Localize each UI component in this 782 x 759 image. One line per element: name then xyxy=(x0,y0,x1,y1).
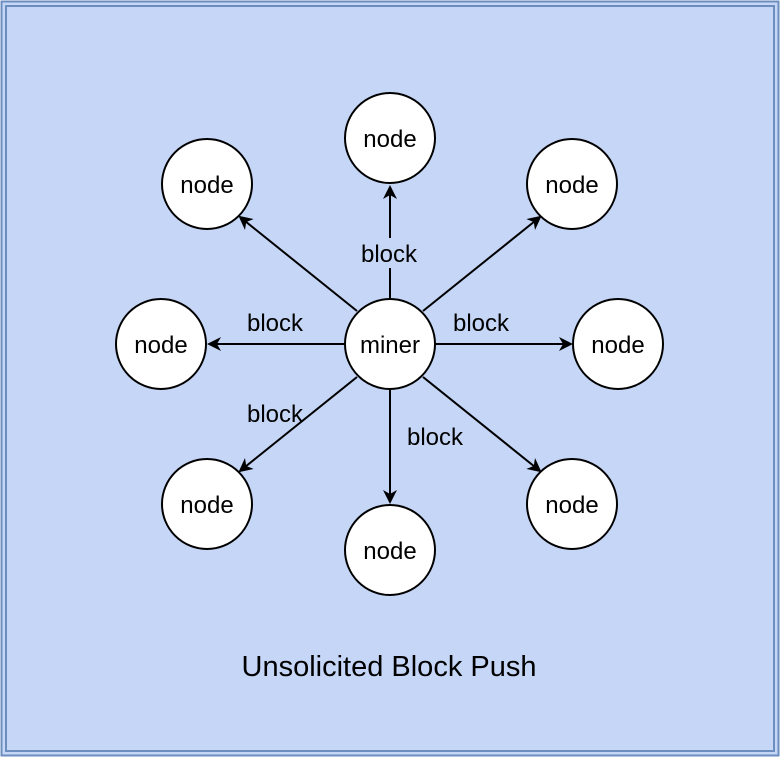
edge-labels: block block block block block xyxy=(247,238,510,451)
node-circle xyxy=(526,458,618,550)
node-label: node xyxy=(180,492,233,519)
diagram-caption: Unsolicited Block Push xyxy=(242,651,537,683)
edge-to-bottom-left-node xyxy=(238,376,358,473)
miner-node[interactable]: miner xyxy=(344,298,436,390)
miner-label: miner xyxy=(360,332,420,359)
node-bottom-left[interactable]: node xyxy=(161,458,253,550)
node-label: node xyxy=(545,492,598,519)
node-circle xyxy=(344,504,436,596)
edge-label-right: block xyxy=(453,310,510,337)
node-label: node xyxy=(134,332,187,359)
edge-to-top-left-node xyxy=(238,215,358,312)
node-circle xyxy=(344,92,436,184)
node-circle xyxy=(526,138,618,230)
node-top[interactable]: node xyxy=(344,92,436,184)
node-label: node xyxy=(363,538,416,565)
node-label: node xyxy=(180,172,233,199)
node-label: node xyxy=(545,172,598,199)
node-label: node xyxy=(591,332,644,359)
node-circle xyxy=(161,138,253,230)
edge-label-bottom: block xyxy=(407,424,464,451)
edge-label-left: block xyxy=(247,310,304,337)
edge-label-bottom-left: block xyxy=(247,401,304,428)
edge-to-top-right-node xyxy=(422,215,542,312)
node-left[interactable]: node xyxy=(115,298,207,390)
node-right[interactable]: node xyxy=(572,298,664,390)
node-circle xyxy=(161,458,253,550)
node-bottom-right[interactable]: node xyxy=(526,458,618,550)
node-top-right[interactable]: node xyxy=(526,138,618,230)
miner-circle xyxy=(344,298,436,390)
diagram-inner-border xyxy=(5,5,775,752)
edge-to-bottom-right-node xyxy=(422,376,542,473)
node-label: node xyxy=(363,126,416,153)
node-top-left[interactable]: node xyxy=(161,138,253,230)
node-circle xyxy=(115,298,207,390)
node-circle xyxy=(572,298,664,390)
edge-group xyxy=(207,185,573,504)
edge-label-top: block xyxy=(361,241,418,268)
node-bottom[interactable]: node xyxy=(344,504,436,596)
